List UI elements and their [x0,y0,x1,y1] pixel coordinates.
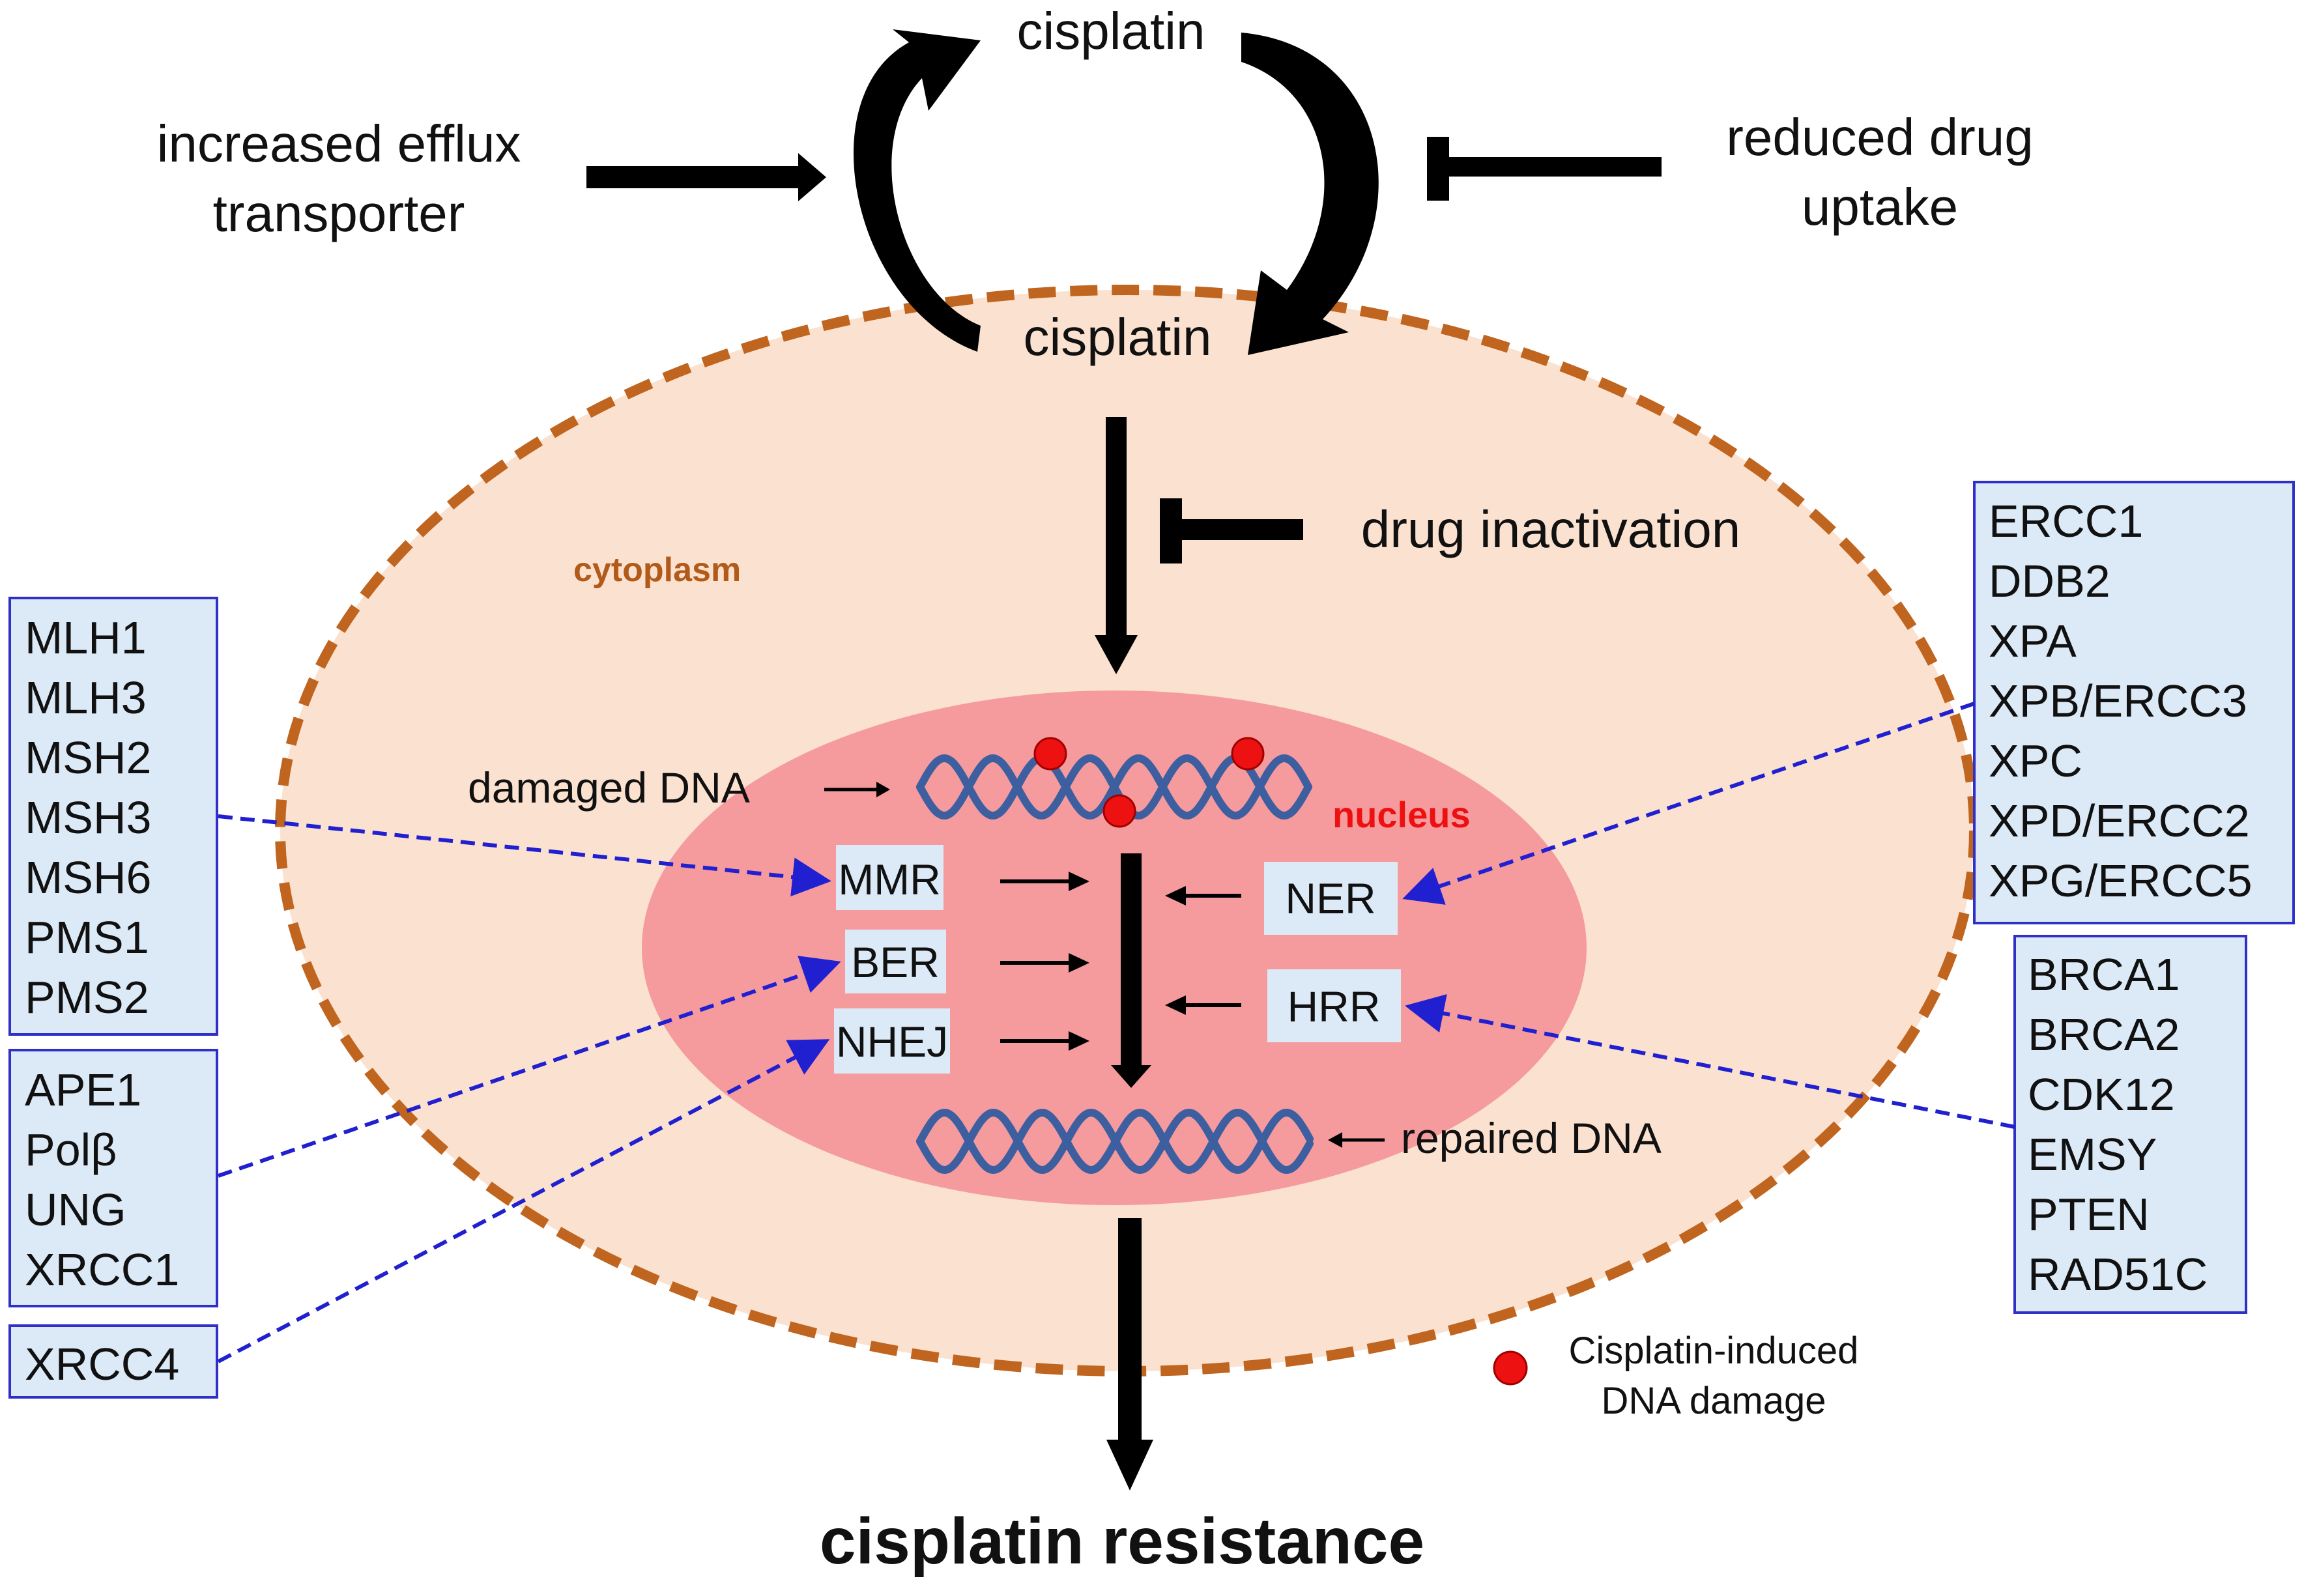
hrr-to-trunk-head [1165,995,1186,1015]
gene-name: Polβ [25,1124,117,1175]
ber-gene-box: APE1 Polβ UNG XRCC1 [8,1049,218,1307]
ner-genes-connector [1402,702,1975,905]
hrr-label: HRR [1288,982,1381,1031]
hrr-gene-box: BRCA1 BRCA2 CDK12 EMSY PTEN RAD51C [2013,935,2247,1314]
repair-trunk-head [1111,1065,1151,1088]
gene-name: UNG [25,1184,126,1235]
damaged-dna-pointer-head [876,782,890,797]
gene-name: RAD51C [2028,1249,2208,1300]
mmr-to-trunk-head [1069,872,1089,891]
gene-name: ERCC1 [1989,496,2143,547]
gene-name: PMS2 [25,972,149,1023]
cytoplasm-label: cytoplasm [573,551,741,589]
resistance-arrow-head [1106,1440,1153,1490]
gene-name: XPA [1989,616,2077,666]
damaged-dna-label: damaged DNA [468,763,750,812]
gene-name: PMS1 [25,912,149,963]
legend-damage-dot [1493,1350,1528,1386]
gene-name: XPC [1989,735,2082,786]
legend-line1: Cisplatin-induced [1569,1330,1859,1372]
nhej-gene-box: XRCC4 [8,1324,218,1399]
gene-name: CDK12 [2028,1069,2175,1120]
mmr-gene-box: MLH1 MLH3 MSH2 MSH3 MSH6 PMS1 PMS2 [8,597,218,1036]
cisplatin-resistance-label: cisplatin resistance [820,1505,1424,1578]
nhej-label: NHEJ [836,1018,948,1066]
ner-box [1264,862,1398,935]
uptake-inhibitor-line [1443,157,1662,177]
gene-name: MLH3 [25,672,147,723]
hrr-box [1267,969,1401,1042]
hrr-genes-connector [1405,994,2015,1129]
drug-inactivation-label: drug inactivation [1361,500,1741,558]
ber-box [845,930,946,993]
damage-dot-3 [1102,794,1136,828]
resistance-arrow-line [1118,1218,1142,1443]
cisplatin-outside-label: cisplatin [1016,2,1205,60]
nhej-to-trunk-head [1069,1031,1089,1051]
cisplatin-inside-label: cisplatin [1023,308,1211,366]
ner-gene-box: ERCC1 DDB2 XPA XPB/ERCC3 XPC XPD/ERCC2 X… [1973,481,2295,924]
ner-to-trunk-head [1165,886,1186,905]
inactivation-inhibitor-line [1176,519,1303,540]
influx-curved-arrow [854,29,981,352]
gene-name: MSH6 [25,852,151,903]
legend-line2: DNA damage [1602,1380,1826,1422]
repaired-dna-pointer-head [1328,1132,1342,1148]
repaired-dna-helix [916,1108,1314,1175]
cisplatin-to-nucleus-head [1095,635,1138,674]
ber-to-trunk-head [1069,953,1089,973]
mmr-label: MMR [838,855,941,904]
efflux-label-line1: increased efflux [157,115,521,173]
nucleus-label: nucleus [1332,794,1471,835]
gene-name: XPG/ERCC5 [1989,855,2253,906]
gene-name: BRCA1 [2028,949,2180,1000]
repaired-dna-label: repaired DNA [1401,1114,1662,1162]
gene-name: DDB2 [1989,556,2110,606]
efflux-curved-arrow [1241,33,1379,355]
gene-name: PTEN [2028,1189,2150,1240]
gene-name: BRCA2 [2028,1009,2180,1060]
repair-trunk-line [1121,853,1142,1068]
gene-name: MSH2 [25,732,151,783]
ber-genes-connector [218,956,841,1178]
gene-name: MLH1 [25,612,147,663]
uptake-label-line2: uptake [1802,178,1958,236]
ner-label: NER [1285,874,1375,922]
dna-strand [916,1108,1314,1175]
ber-label: BER [851,938,940,986]
gene-name: MSH3 [25,792,151,843]
nucleus-region [642,691,1587,1205]
uptake-inhibitor-bar [1427,137,1449,201]
gene-name: XPB/ERCC3 [1989,676,2247,726]
cisplatin-to-nucleus-line [1106,417,1127,638]
efflux-label-line2: transporter [213,184,465,242]
damage-dot-2 [1231,737,1265,771]
gene-name: XPD/ERCC2 [1989,795,2250,846]
gene-name: XRCC1 [25,1244,179,1295]
gene-name: APE1 [25,1064,141,1115]
inactivation-inhibitor-bar [1160,498,1182,563]
damage-dot-1 [1033,737,1067,771]
gene-name: EMSY [2028,1129,2157,1180]
mmr-box [836,845,943,910]
efflux-arrow [586,153,826,201]
nhej-genes-connector [217,1039,830,1363]
gene-name: XRCC4 [25,1339,179,1389]
uptake-label-line1: reduced drug [1726,108,2033,166]
mmr-genes-connector [218,814,831,897]
nhej-box [834,1008,950,1074]
